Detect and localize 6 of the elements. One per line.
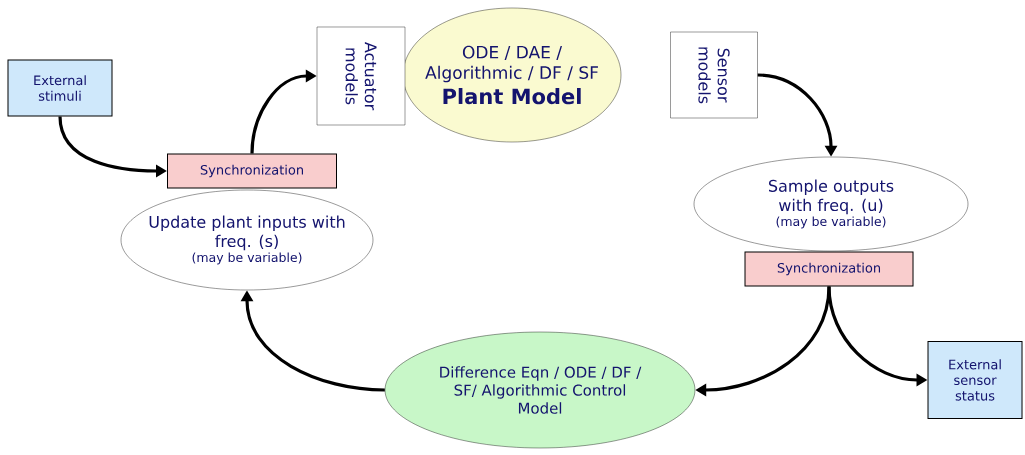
model-box: Actuator models [316, 26, 406, 126]
process-box: External stimuli [7, 59, 113, 117]
process-box: External sensor status [927, 341, 1023, 419]
sync-box: Synchronization [744, 251, 914, 287]
sync-box: Synchronization [167, 153, 337, 189]
model-box: Sensor models [670, 31, 758, 119]
